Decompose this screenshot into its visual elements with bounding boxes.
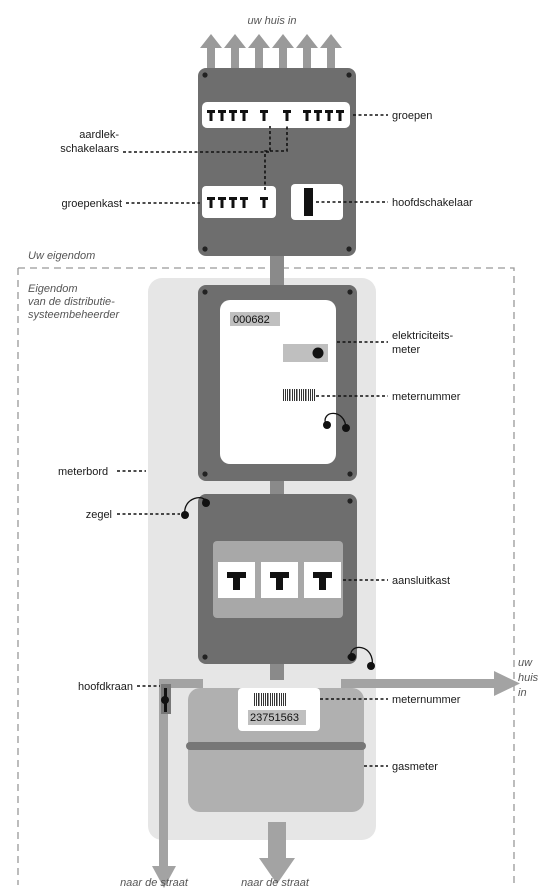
label-meternummer-bottom: meternummer <box>392 694 461 706</box>
label-eigendom-2: van de distributie- <box>28 296 115 308</box>
meter-barcode-top <box>283 389 315 401</box>
label-uw-huis-in-1: uw <box>518 657 533 669</box>
group-breakers-bottom <box>207 197 268 208</box>
label-aardlek-1: aardlek- <box>79 129 119 141</box>
label-groepen: groepen <box>392 110 432 122</box>
label-elektriciteits-2: meter <box>392 344 420 356</box>
electricity-meter-display <box>230 312 280 326</box>
elektriciteitsmeter-box: 000682 <box>198 285 357 481</box>
gas-pipes <box>152 671 520 888</box>
label-aardlek-2: schakelaars <box>60 143 119 155</box>
aansluitkast-box <box>181 494 375 670</box>
gas-meter-number: 23751563 <box>250 712 299 724</box>
label-hoofdkraan: hoofdkraan <box>78 681 133 693</box>
group-breakers-top <box>207 110 344 121</box>
label-naar-de-straat-right: naar de straat <box>241 877 310 889</box>
seal-icon-top <box>181 497 210 519</box>
arrows-up-to-house <box>200 34 342 72</box>
seal-icon-bottom <box>348 646 375 670</box>
groepenkast-box <box>198 68 356 256</box>
property-boundary <box>18 267 515 885</box>
cable-connection-to-gas <box>270 662 284 680</box>
hoofdschakelaar-switch <box>304 188 313 216</box>
label-hoofdschakelaar: hoofdschakelaar <box>392 197 473 209</box>
gasmeter-box: 23751563 <box>186 688 366 812</box>
groepen-panel <box>202 102 350 128</box>
label-gasmeter: gasmeter <box>392 761 438 773</box>
label-eigendom-3: systeembeheerder <box>28 309 120 321</box>
label-meternummer-top: meternummer <box>392 391 461 403</box>
cable-group-to-meter <box>270 255 284 290</box>
label-eigendom-1: Eigendom <box>28 283 78 295</box>
cable-meter-to-connection <box>270 480 284 496</box>
hoofdkraan-valve <box>161 684 171 714</box>
label-naar-de-straat-left: naar de straat <box>120 877 189 889</box>
gas-meter-display <box>248 710 306 725</box>
label-elektriciteits-1: elektriciteits- <box>392 330 453 342</box>
electricity-meter-number: 000682 <box>233 314 270 326</box>
seal-icon <box>323 412 350 432</box>
label-zegel: zegel <box>86 509 112 521</box>
label-uw-eigendom: Uw eigendom <box>28 250 95 262</box>
meter-barcode-bottom <box>254 693 286 706</box>
groepenkast-panel <box>202 186 276 218</box>
label-aansluitkast: aansluitkast <box>392 575 450 587</box>
leader-lines <box>117 114 388 767</box>
label-groepenkast: groepenkast <box>61 198 122 210</box>
label-uw-huis-in-3: in <box>518 687 527 699</box>
fuse-icons <box>227 572 332 590</box>
label-meterbord: meterbord <box>58 466 108 478</box>
top-caption: uw huis in <box>248 15 297 27</box>
label-uw-huis-in-2: huis <box>518 672 539 684</box>
